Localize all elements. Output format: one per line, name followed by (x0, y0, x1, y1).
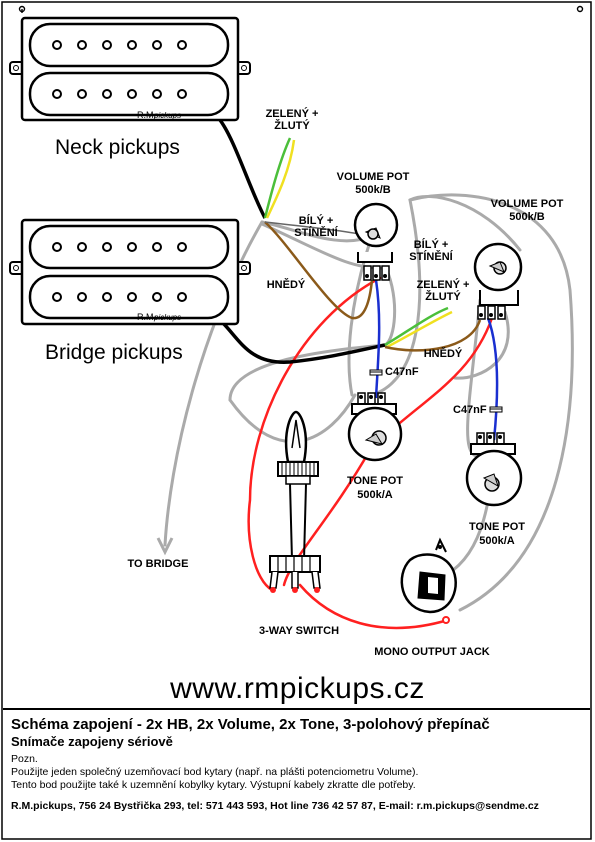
neck-hnedy: HNĚDÝ (267, 278, 306, 291)
volume-pot-1-value: 500k/B (355, 184, 391, 196)
tone-pot-2 (465, 432, 523, 507)
bridge-cable (220, 320, 386, 364)
bridge-green-lead (384, 306, 449, 347)
volume-pot-2 (473, 242, 523, 320)
neck-brand-script: pickups (153, 111, 181, 120)
neck-brown-lead (264, 221, 374, 320)
neck-zeleny-line2: ŽLUTÝ (274, 119, 310, 132)
neck-bily-line1: BÍLÝ + (299, 214, 334, 227)
bridge-pickup-title: Bridge pickups (45, 341, 183, 364)
tone-pot-2-label: TONE POT (469, 521, 525, 533)
bridge-brand-script: pickups (153, 313, 181, 322)
neck-zeleny-line1: ZELENÝ + (266, 107, 319, 120)
labels: ZELENÝ + ŽLUTÝ VOLUME POT 500k/B VOLUME … (128, 107, 564, 658)
note-line-2: Tento bod použijte také k uzemnění kobyl… (11, 779, 416, 791)
bridge-brand: R.M. (137, 312, 156, 322)
bridge-zeleny-line1: ZELENÝ + (417, 278, 470, 291)
volume-pot-1-label: VOLUME POT (337, 171, 410, 183)
note-line-1: Použijte jeden společný uzemňovací bod k… (11, 766, 419, 778)
footer-title: Schéma zapojení - 2x HB, 2x Volume, 2x T… (11, 716, 490, 733)
note-heading: Pozn. (11, 753, 38, 765)
capacitor-1 (369, 369, 383, 376)
to-bridge-arrow (156, 537, 174, 556)
bridge-brown-lead (384, 319, 482, 352)
bridge-humbucker: R.M. pickups (9, 218, 251, 326)
bridge-hnedy: HNĚDÝ (424, 347, 463, 360)
cap-2-label: C47nF (453, 404, 487, 416)
tone-pot-1-value: 500k/A (357, 489, 393, 501)
neck-pickup-title: Neck pickups (55, 136, 180, 159)
switch-label: 3-WAY SWITCH (259, 625, 339, 637)
tone-pot-1 (347, 392, 403, 462)
jack-label: MONO OUTPUT JACK (374, 646, 490, 658)
capacitor-2 (489, 406, 503, 413)
corner-marks (18, 5, 584, 13)
neck-bily-line2: STÍNĚNÍ (294, 226, 338, 239)
footer-subtitle: Snímače zapojeny sériově (11, 734, 173, 749)
bridge-zeleny-line2: ŽLUTÝ (425, 290, 461, 303)
tone-pot-1-label: TONE POT (347, 475, 403, 487)
website-url: www.rmpickups.cz (170, 672, 425, 705)
volume-pot-2-label: VOLUME POT (491, 198, 564, 210)
footer-note: Pozn. Použijte jeden společný uzemňovací… (11, 753, 582, 792)
to-bridge-label: TO BRIDGE (128, 558, 189, 570)
neck-brand: R.M. (137, 110, 156, 120)
blue-wire-1 (374, 279, 381, 399)
footer-contact: R.M.pickups, 756 24 Bystřička 293, tel: … (11, 800, 539, 812)
mono-output-jack (400, 537, 457, 624)
tone-pot-2-value: 500k/A (479, 535, 515, 547)
neck-green-lead (263, 137, 292, 219)
bridge-bily-line2: STÍNĚNÍ (409, 250, 453, 263)
volume-pot-2-value: 500k/B (509, 211, 545, 223)
neck-yellow-lead (265, 139, 296, 219)
footer: Schéma zapojení - 2x HB, 2x Volume, 2x T… (3, 708, 590, 839)
bridge-bily-line1: BÍLÝ + (414, 238, 449, 251)
cap-1-label: C47nF (385, 366, 419, 378)
neck-cable (218, 118, 267, 219)
neck-humbucker: R.M. pickups (9, 16, 251, 122)
bridge-yellow-lead (386, 310, 453, 349)
blue-wire-2 (486, 317, 499, 441)
volume-pot-1 (353, 202, 399, 281)
three-way-switch (269, 410, 321, 593)
